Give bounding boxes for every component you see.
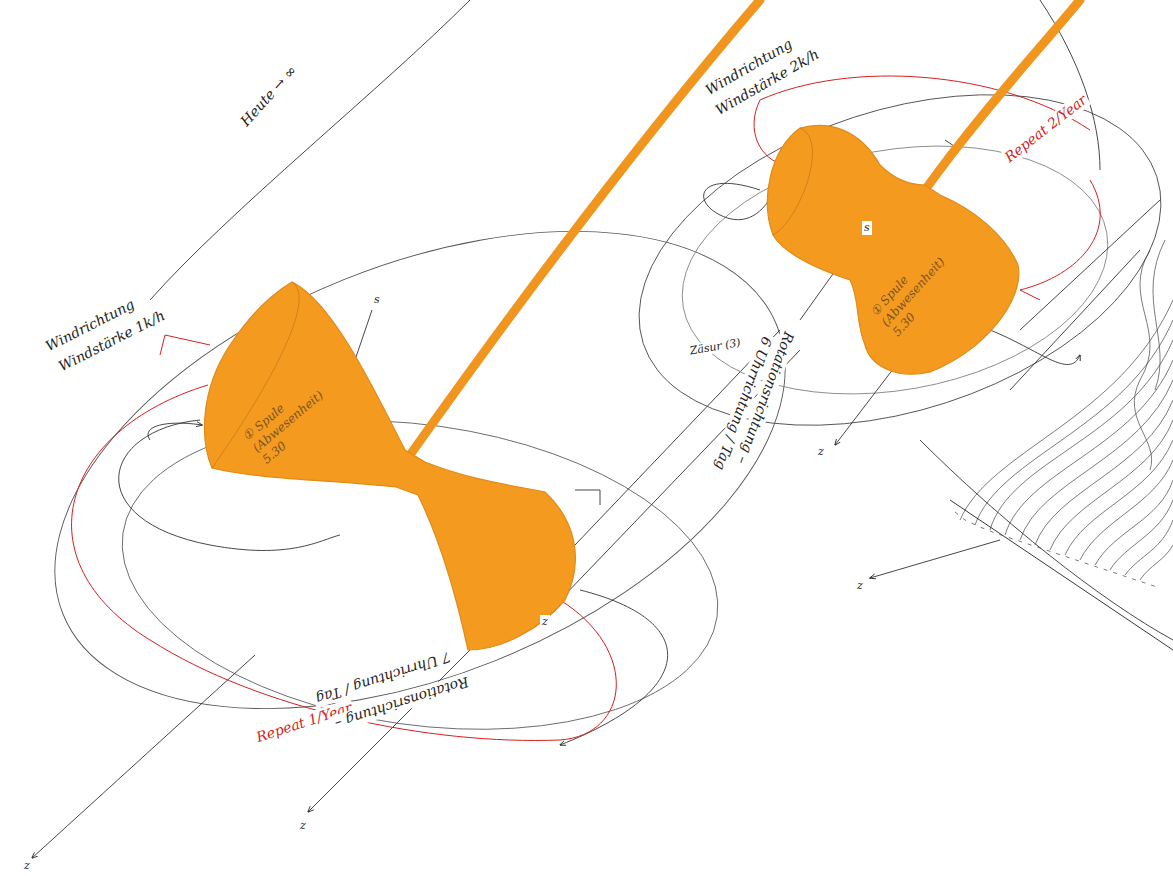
handwritten-note: z xyxy=(22,859,32,872)
handwritten-note: z xyxy=(855,579,865,592)
handwritten-note: Heute → ∞ xyxy=(236,60,302,130)
spool-rim xyxy=(773,128,813,235)
handwritten-note: z xyxy=(540,615,550,628)
spool-body xyxy=(767,125,1018,374)
orbit-lines xyxy=(0,0,1173,858)
spool-shape: ① Spule (Abwesenheit) 5.30 xyxy=(190,270,590,660)
handwritten-note: s xyxy=(372,293,382,306)
spool-outline xyxy=(190,270,590,660)
handwritten-note: s xyxy=(862,221,872,234)
handwritten-note: z xyxy=(298,819,308,832)
spool-shape: ① Spule (Abwesenheit) 5.30 xyxy=(760,115,1025,380)
handwritten-note: Repeat 2/Year xyxy=(1000,90,1092,167)
spool-outline xyxy=(760,115,1025,380)
handwritten-note: Zäsur (3) xyxy=(687,336,744,359)
handwritten-note: z xyxy=(816,445,826,458)
repeat-arcs xyxy=(72,76,1101,740)
spool-body xyxy=(205,282,576,650)
